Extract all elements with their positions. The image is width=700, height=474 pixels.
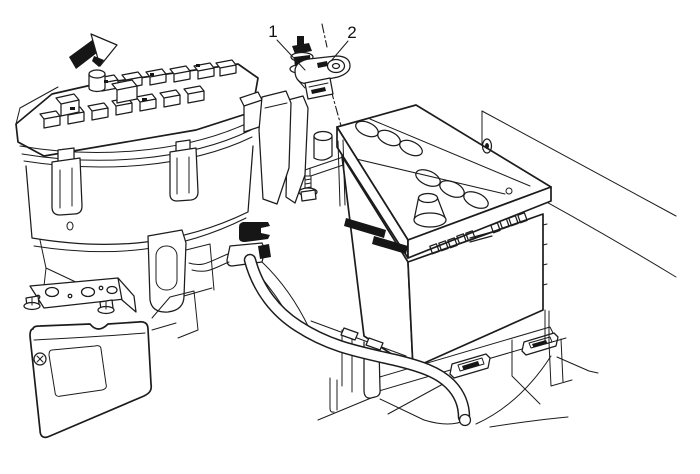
screw bbox=[33, 352, 47, 366]
fuse-block-cylinder bbox=[88, 69, 106, 93]
battery bbox=[336, 104, 552, 369]
cable-end-tip bbox=[458, 413, 472, 427]
fuse-block-bracket bbox=[39, 229, 215, 313]
front-direction-arrow-icon bbox=[69, 33, 118, 69]
callout-1-leader bbox=[276, 39, 306, 71]
latch bbox=[51, 147, 83, 216]
tray-back-rails bbox=[295, 153, 353, 184]
bolt bbox=[97, 299, 115, 315]
battery-vent-caps bbox=[355, 120, 489, 209]
fuse-block bbox=[15, 59, 263, 313]
battery-tray bbox=[317, 309, 599, 428]
tray-clip bbox=[449, 353, 491, 379]
harness-connectors bbox=[188, 222, 310, 332]
relay-tall bbox=[55, 93, 80, 117]
callout-2-label: 2 bbox=[347, 23, 356, 42]
callout-1-label: 1 bbox=[268, 22, 277, 41]
relay-row-front bbox=[39, 85, 205, 129]
battery-post bbox=[413, 192, 447, 228]
callout-2: 2 bbox=[330, 23, 357, 62]
tray-clip bbox=[521, 332, 559, 356]
brake-modulator bbox=[23, 277, 199, 439]
latch bbox=[169, 139, 199, 202]
callout-1: 1 bbox=[268, 22, 306, 71]
callout-2-leader bbox=[330, 40, 349, 62]
battery-rib-strip bbox=[429, 212, 528, 255]
cable-harness bbox=[243, 253, 472, 427]
bolt bbox=[23, 295, 41, 311]
relay-tall bbox=[111, 79, 138, 104]
panel-grommet-icon bbox=[481, 138, 493, 154]
battery-current-sensor bbox=[258, 36, 351, 205]
hold-down-stud bbox=[298, 130, 346, 207]
